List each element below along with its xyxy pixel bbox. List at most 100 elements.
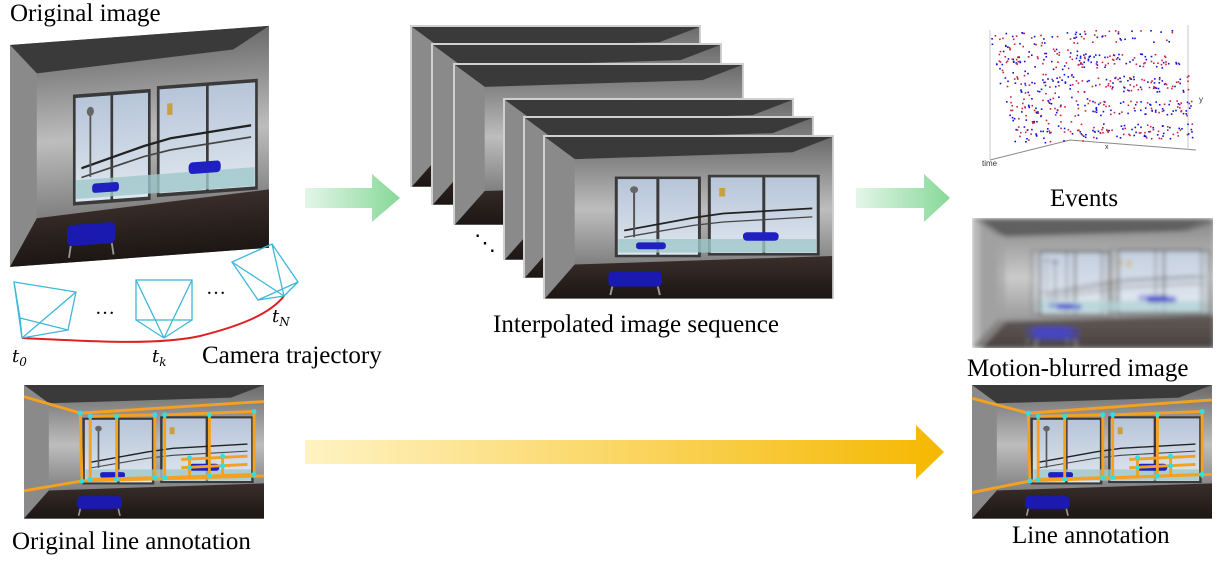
event-point <box>1154 86 1156 89</box>
event-point <box>1015 35 1018 37</box>
svg-text:t0: t0 <box>12 346 27 369</box>
event-point <box>1011 105 1013 107</box>
event-point <box>1163 103 1166 106</box>
event-point <box>1117 78 1119 81</box>
event-point <box>1179 82 1181 85</box>
event-point <box>1114 77 1116 80</box>
event-point <box>1076 54 1079 57</box>
event-point <box>1140 126 1142 129</box>
event-point <box>1166 113 1169 116</box>
event-point <box>1128 89 1130 92</box>
event-point <box>1155 65 1158 68</box>
motion-blurred-image <box>972 218 1213 348</box>
event-point <box>1185 113 1188 115</box>
event-point <box>1024 131 1027 134</box>
event-point <box>1123 133 1125 136</box>
event-point <box>1026 138 1028 140</box>
motion-blurred-label: Motion-blurred image <box>967 355 1189 382</box>
event-point <box>1052 97 1055 100</box>
event-point <box>1137 88 1140 91</box>
event-point <box>1016 129 1019 131</box>
event-point <box>1056 53 1058 55</box>
event-point <box>1156 134 1159 136</box>
event-point <box>1031 81 1033 84</box>
event-point <box>1177 135 1179 137</box>
event-point <box>1045 56 1048 58</box>
event-point <box>1088 56 1090 58</box>
event-point <box>1093 136 1095 139</box>
event-point <box>1057 109 1059 112</box>
event-point <box>1035 112 1038 114</box>
event-point <box>1154 109 1157 112</box>
event-point <box>1102 127 1104 129</box>
event-point <box>1040 88 1043 91</box>
event-point <box>1157 87 1160 90</box>
event-point <box>1054 107 1056 110</box>
event-point <box>1143 79 1146 82</box>
event-point <box>1082 135 1085 137</box>
event-point <box>1025 141 1027 143</box>
event-point <box>1094 110 1096 113</box>
event-point <box>1170 113 1173 115</box>
event-point <box>1083 56 1086 58</box>
event-point <box>1150 60 1153 63</box>
event-point <box>1057 81 1060 83</box>
event-point <box>1121 54 1124 56</box>
event-point <box>1145 113 1147 115</box>
event-point <box>1105 105 1107 108</box>
event-point <box>1129 77 1131 79</box>
event-point <box>1093 130 1096 133</box>
event-point <box>1119 102 1122 104</box>
event-point <box>1075 100 1078 102</box>
event-point <box>1049 86 1051 88</box>
event-point <box>1071 133 1074 135</box>
event-point <box>1117 32 1120 35</box>
event-point <box>1092 110 1094 113</box>
event-point <box>1067 76 1070 78</box>
event-point <box>1063 127 1066 130</box>
event-point <box>1175 63 1178 65</box>
event-point <box>1044 81 1047 84</box>
svg-text:tk: tk <box>152 346 167 369</box>
event-point <box>1077 114 1080 116</box>
event-point <box>1049 98 1052 101</box>
event-point <box>1188 107 1191 109</box>
event-point <box>1069 38 1072 40</box>
event-point <box>1077 90 1079 93</box>
events-label: Events <box>1050 185 1119 212</box>
event-point <box>1127 79 1129 82</box>
event-point <box>1104 56 1106 59</box>
event-point <box>1085 133 1087 136</box>
event-point <box>1075 36 1078 38</box>
event-point <box>1140 132 1142 134</box>
event-point <box>1154 53 1157 56</box>
event-point <box>1090 61 1092 64</box>
event-point <box>1150 138 1153 140</box>
event-point <box>1132 37 1134 40</box>
event-point <box>1186 76 1189 78</box>
event-point <box>1057 61 1059 63</box>
yellow-arrow <box>305 425 944 479</box>
event-point <box>1013 61 1015 63</box>
event-point <box>1054 92 1056 94</box>
time-labels: t0 tk tN <box>12 306 290 369</box>
event-point <box>1043 58 1045 61</box>
event-point <box>1097 103 1100 106</box>
event-point <box>1055 66 1057 69</box>
event-point <box>1124 127 1126 130</box>
event-point <box>1152 128 1155 131</box>
event-point <box>1034 66 1036 68</box>
event-point <box>1101 128 1103 131</box>
event-point <box>1125 62 1128 65</box>
event-point <box>1117 31 1120 33</box>
event-point <box>1011 58 1014 61</box>
event-point <box>1168 103 1170 106</box>
event-point <box>1120 125 1123 127</box>
event-point <box>1134 37 1136 40</box>
event-point <box>1187 133 1190 135</box>
event-point <box>1071 83 1074 86</box>
event-point <box>1020 89 1022 91</box>
event-point <box>1191 136 1194 139</box>
event-point <box>1095 107 1098 109</box>
event-point <box>1033 35 1036 38</box>
